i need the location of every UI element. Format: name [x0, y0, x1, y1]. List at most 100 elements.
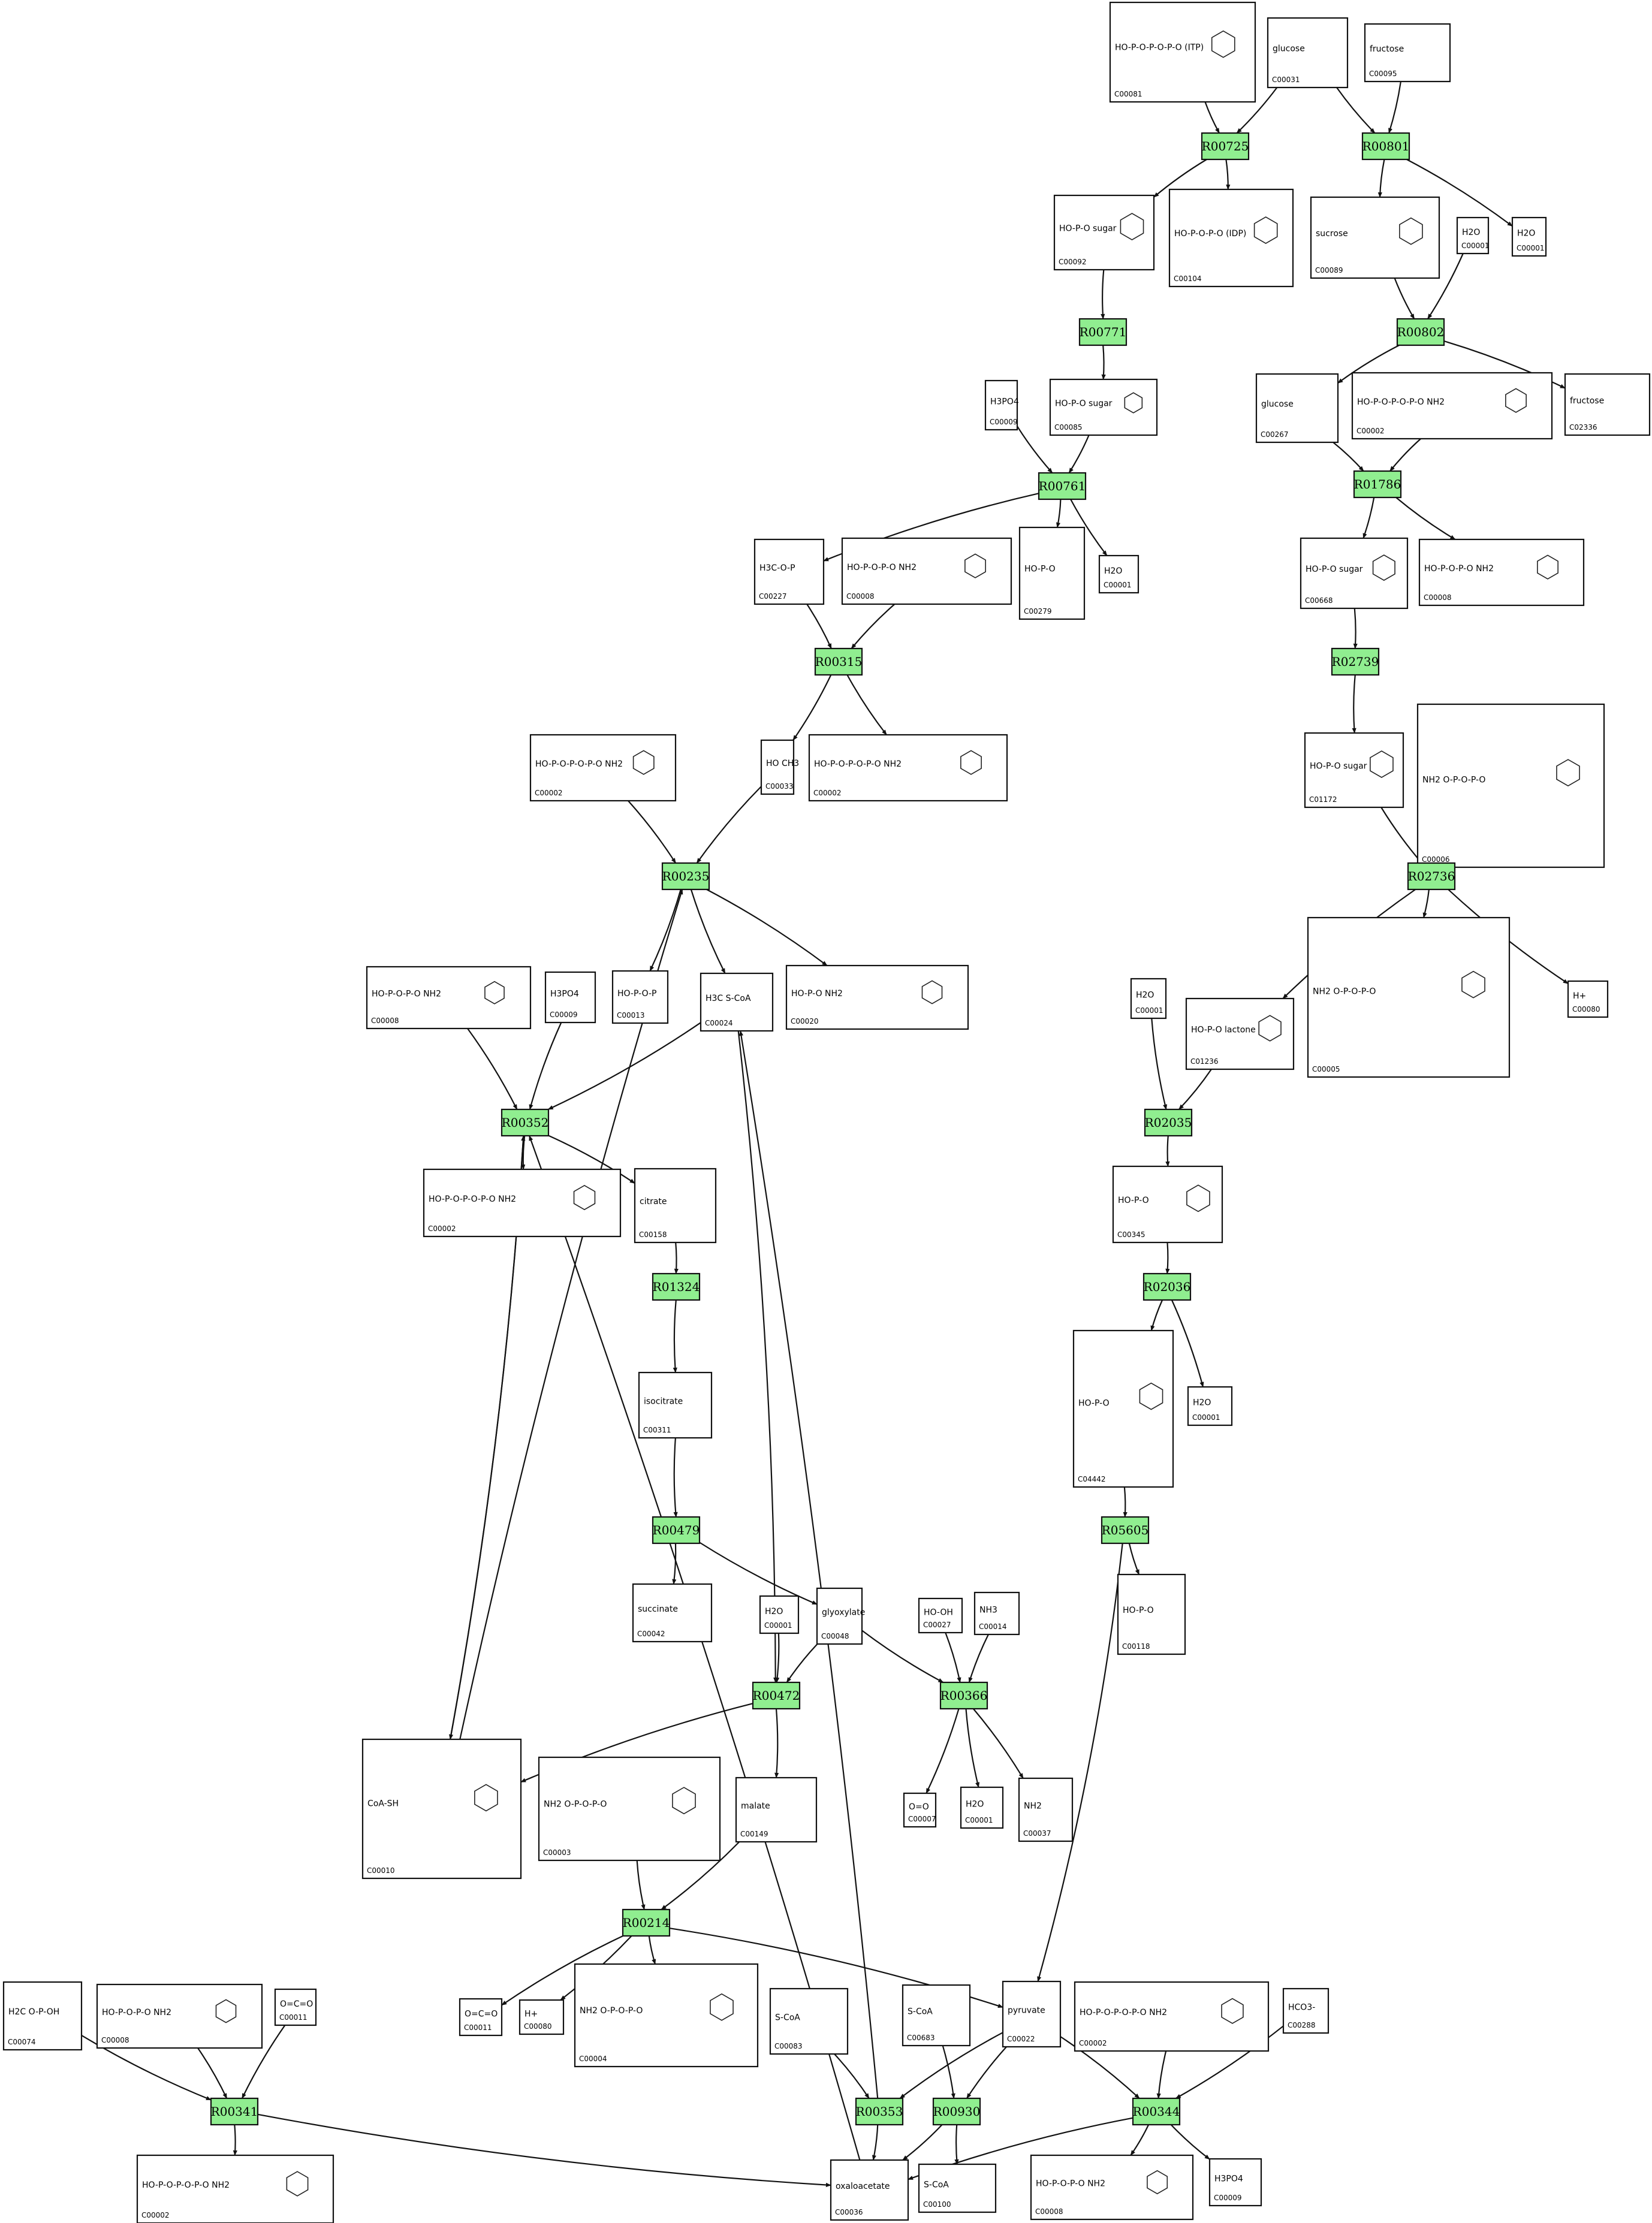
compound-c00288[interactable]: HCO3-C00288: [1282, 1987, 1330, 2034]
reaction-r00930[interactable]: R00930: [932, 2097, 981, 2126]
edge-arrow: [547, 1022, 701, 1110]
structure-ring-icon: [1372, 554, 1395, 581]
reaction-r00214[interactable]: R00214: [622, 1908, 671, 1937]
reaction-r01786[interactable]: R01786: [1353, 470, 1402, 499]
reaction-r00341[interactable]: R00341: [210, 2097, 259, 2126]
edge-arrow: [1150, 1299, 1163, 1331]
reaction-r00366[interactable]: R00366: [939, 1681, 988, 1710]
reaction-r00235[interactable]: R00235: [661, 862, 710, 891]
compound-id-label: C00100: [923, 2200, 951, 2209]
reaction-r01324[interactable]: R01324: [652, 1272, 701, 1301]
compound-c00104[interactable]: HO-P-O-P-O (IDP)C00104: [1168, 188, 1294, 288]
reaction-r00761[interactable]: R00761: [1038, 472, 1087, 500]
compound-c00080[interactable]: H+C00080: [518, 1999, 565, 2035]
reaction-r00353[interactable]: R00353: [855, 2097, 904, 2126]
reaction-r00344[interactable]: R00344: [1132, 2097, 1181, 2126]
reaction-r00802[interactable]: R00802: [1396, 318, 1445, 346]
compound-c00081[interactable]: HO-P-O-P-O-P-O (ITP)C00081: [1109, 1, 1256, 103]
reaction-r00771[interactable]: R00771: [1078, 318, 1128, 346]
reaction-r00479[interactable]: R00479: [652, 1516, 701, 1545]
reaction-r02739[interactable]: R02739: [1331, 647, 1380, 676]
edge-arrow: [672, 1543, 677, 1585]
reaction-r02036[interactable]: R02036: [1142, 1272, 1192, 1301]
reaction-r00472[interactable]: R00472: [752, 1681, 801, 1710]
reaction-r00725[interactable]: R00725: [1201, 132, 1250, 161]
reaction-r05605[interactable]: R05605: [1101, 1516, 1150, 1545]
reaction-r00801[interactable]: R00801: [1361, 132, 1410, 161]
reaction-r02035[interactable]: R02035: [1144, 1108, 1193, 1137]
reaction-r00315[interactable]: R00315: [814, 647, 863, 676]
reaction-r00352[interactable]: R00352: [501, 1108, 550, 1137]
structure-hint: pyruvate: [1008, 2005, 1045, 2015]
edge-arrow: [899, 2032, 1003, 2099]
edge-arrow: [945, 1632, 961, 1683]
compound-c00080[interactable]: H+C00080: [1567, 980, 1609, 1018]
reaction-r02736[interactable]: R02736: [1407, 862, 1456, 891]
